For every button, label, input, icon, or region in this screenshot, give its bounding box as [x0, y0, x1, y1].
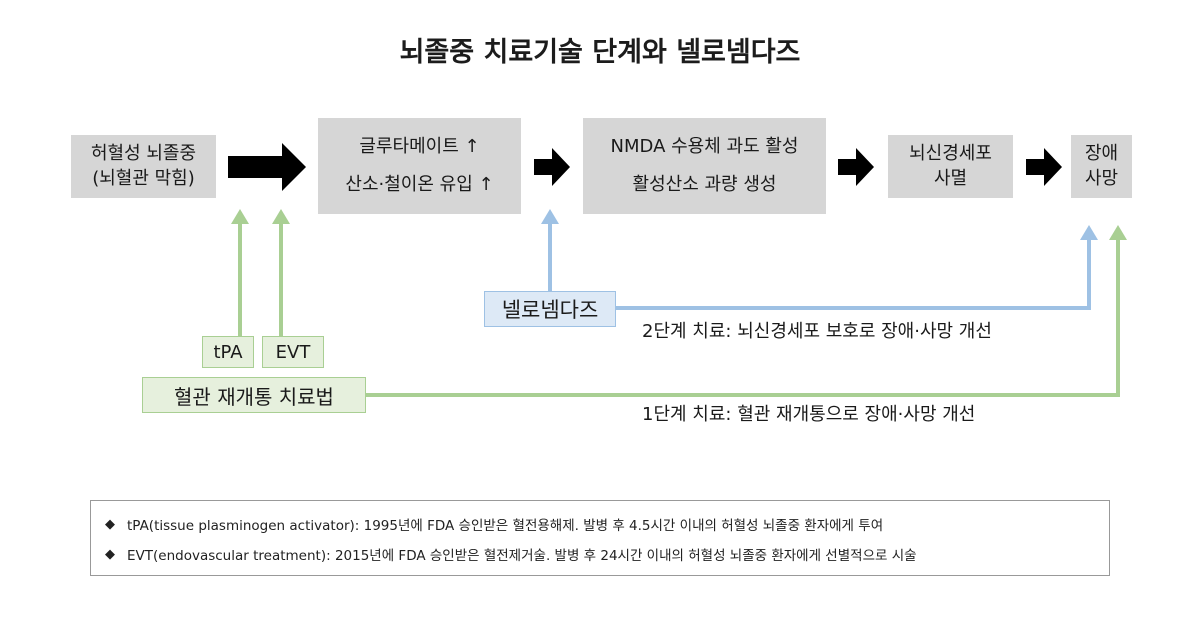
stage-2-caption: 2단계 치료: 뇌신경세포 보호로 장애·사망 개선: [642, 321, 992, 342]
process-arrow-3: [838, 148, 874, 186]
footnote-evt: ◆ EVT(endovascular treatment): 2015년에 FD…: [105, 539, 1095, 569]
blue-arrowhead-2: [1080, 225, 1098, 240]
step-neuron-death: 뇌신경세포 사멸: [888, 135, 1013, 198]
green-arrowhead-1: [231, 209, 249, 224]
step-disability-death: 장애 사망: [1071, 135, 1132, 198]
recanalization-label: 혈관 재개통 치료법: [142, 377, 366, 413]
step-2-line-1: 글루타메이트 ↑: [359, 135, 480, 157]
step-5-line-2: 사망: [1084, 167, 1119, 189]
green-arrowhead-2: [272, 209, 290, 224]
step-1-line-2: (뇌혈관 막힘): [92, 167, 195, 189]
step-glutamate: 글루타메이트 ↑ 산소·철이온 유입 ↑: [318, 118, 521, 214]
step-4-line-2: 사멸: [933, 167, 968, 189]
nelonemdaz-label: 넬로넴다즈: [484, 291, 616, 327]
process-arrow-4: [1026, 148, 1062, 186]
diamond-bullet-icon: ◆: [105, 546, 115, 562]
tpa-tag: tPA: [202, 336, 254, 368]
step-5-line-1: 장애: [1084, 143, 1119, 165]
evt-tag: EVT: [262, 336, 324, 368]
step-nmda: NMDA 수용체 과도 활성 활성산소 과량 생성: [583, 118, 826, 214]
footnote-evt-text: EVT(endovascular treatment): 2015년에 FDA …: [127, 548, 917, 564]
stage-1-caption: 1단계 치료: 혈관 재개통으로 장애·사망 개선: [642, 404, 976, 425]
step-2-line-2: 산소·철이온 유입 ↑: [345, 173, 494, 195]
green-arrowhead-3: [1109, 225, 1127, 240]
diagram-title: 뇌졸중 치료기술 단계와 넬로넴다즈: [399, 37, 801, 68]
step-4-line-1: 뇌신경세포: [909, 143, 992, 165]
blue-arrowhead-1: [541, 209, 559, 224]
step-1-line-1: 허혈성 뇌졸중: [90, 143, 197, 165]
green-connectors: [238, 222, 1120, 397]
step-ischemic-stroke: 허혈성 뇌졸중 (뇌혈관 막힘): [71, 135, 216, 198]
diamond-bullet-icon: ◆: [105, 516, 115, 532]
step-3-line-2: 활성산소 과량 생성: [632, 173, 777, 195]
process-arrow-1: [228, 143, 306, 191]
step-3-line-1: NMDA 수용체 과도 활성: [610, 135, 799, 157]
blue-connectors: [548, 222, 1091, 310]
footnote-tpa: ◆ tPA(tissue plasminogen activator): 199…: [105, 509, 1095, 539]
footnotes-box: ◆ tPA(tissue plasminogen activator): 199…: [90, 500, 1110, 576]
process-arrow-2: [534, 148, 570, 186]
footnote-tpa-text: tPA(tissue plasminogen activator): 1995년…: [127, 518, 884, 534]
